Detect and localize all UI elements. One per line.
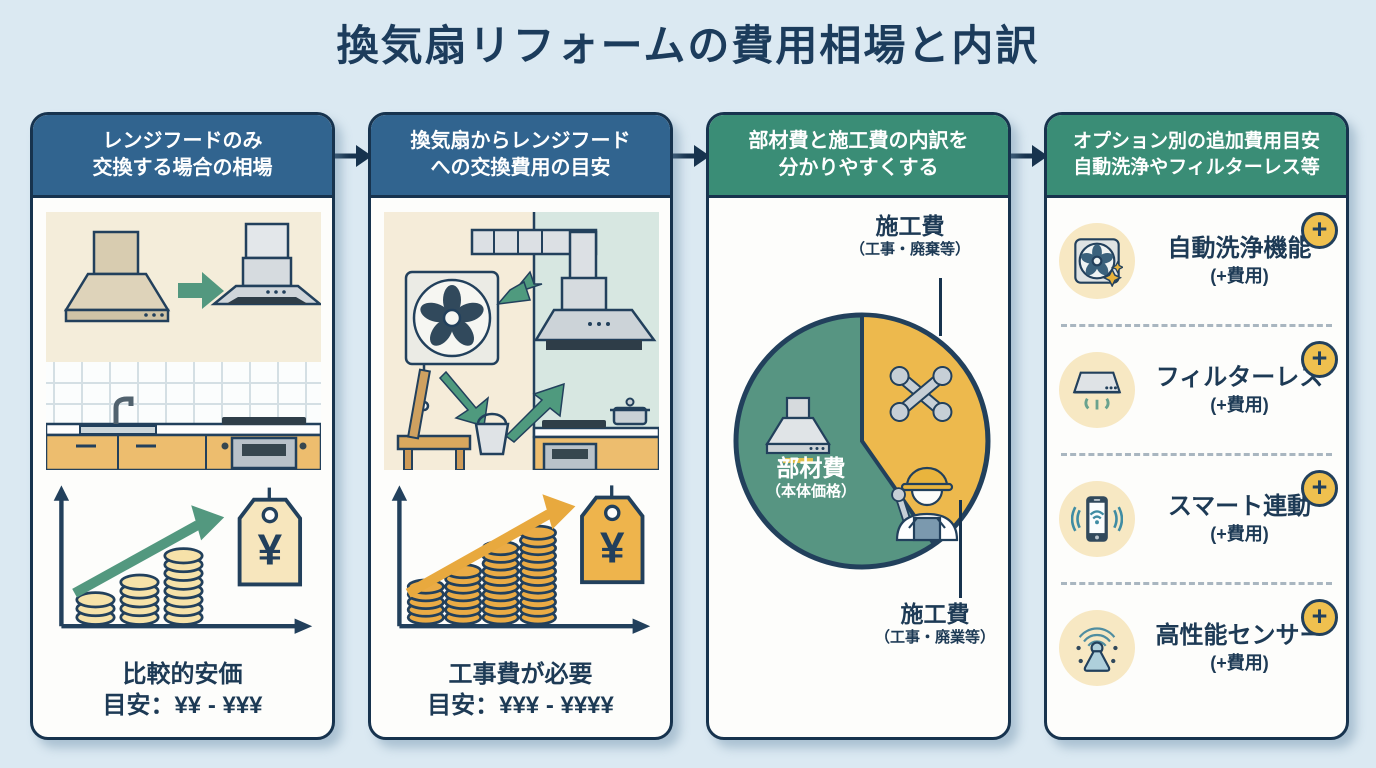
coin-stack — [75, 547, 204, 626]
plus-icon: + — [1301, 470, 1338, 507]
panel-cost-breakdown: 部材費と施工費の内訳を 分かりやすくする 施工費 （工事・廃棄等） — [706, 112, 1011, 740]
option-text: 自動洗浄機能 (+費用) — [1145, 234, 1334, 288]
flow-step-arrows — [438, 270, 565, 443]
panel-header: レンジフードのみ 交換する場合の相場 — [33, 115, 332, 198]
flow-arrow-icon — [1008, 145, 1048, 167]
flow-arrow-icon — [332, 145, 372, 167]
price-tag-icon: ¥ — [580, 485, 645, 585]
filterless-hood-icon — [1059, 352, 1135, 428]
panel-fan-to-hood: 換気扇からレンジフード への交換費用の目安 — [368, 112, 673, 740]
worker-icon — [891, 466, 959, 542]
option-label: フィルターレス — [1155, 364, 1324, 391]
wall-fan-icon — [404, 270, 500, 412]
option-cost: (+費用) — [1210, 653, 1269, 673]
option-text: 高性能センサー (+費用) — [1145, 621, 1334, 675]
option-row-auto-clean: 自動洗浄機能 (+費用) + — [1047, 198, 1346, 324]
pie-label-sub: （本体価格） — [765, 483, 856, 500]
bucket-icon — [474, 412, 510, 456]
smartphone-wifi-icon — [1059, 481, 1135, 557]
pie-label-sub: （工事・廃棄等） — [849, 241, 970, 258]
fan-to-hood-illustration — [384, 212, 661, 472]
dashed-divider — [1061, 582, 1332, 585]
panel-header: 換気扇からレンジフード への交換費用の目安 — [371, 115, 670, 198]
panel-header-line: 交換する場合の相場 — [92, 157, 273, 179]
option-text: スマート連動 (+費用) — [1145, 492, 1334, 546]
panel-header-line: オプション別の追加費用目安 — [1072, 131, 1320, 153]
caption-title: 比較的安価 — [122, 661, 243, 688]
trend-arrow-icon — [405, 509, 552, 598]
pie-label-parts: 部材費 （本体価格） — [741, 454, 881, 502]
work-table-icon — [396, 368, 472, 471]
panel-header-line: 自動洗浄やフィルターレス等 — [1073, 157, 1320, 178]
dashed-divider — [1061, 453, 1332, 456]
option-cost: (+費用) — [1210, 395, 1269, 415]
plus-icon: + — [1301, 212, 1338, 249]
trend-arrow-icon — [72, 520, 201, 598]
pot-icon — [610, 397, 650, 426]
panel-caption: 比較的安価 目安：¥¥ - ¥¥¥ — [46, 660, 319, 722]
label-connector-line — [939, 278, 942, 336]
option-text: フィルターレス (+費用) — [1145, 363, 1334, 417]
panel-header-line: 分かりやすくする — [778, 157, 939, 179]
sensor-icon — [1059, 610, 1135, 686]
option-row-smart-link: スマート連動 (+費用) + — [1047, 456, 1346, 582]
panel-header: オプション別の追加費用目安 自動洗浄やフィルターレス等 — [1047, 115, 1346, 198]
option-label: スマート連動 — [1167, 493, 1312, 520]
price-tag-icon: ¥ — [237, 487, 303, 587]
pie-label-construction-top: 施工費 （工事・廃棄等） — [820, 212, 1000, 260]
cost-trend-chart: ¥ — [53, 485, 313, 634]
pie-label-title: 施工費 — [900, 601, 970, 627]
option-row-sensor: 高性能センサー (+費用) + — [1047, 585, 1346, 711]
panel-header-line: への交換費用の目安 — [430, 157, 611, 179]
panel-header-line: レンジフードのみ — [102, 130, 263, 152]
panel-options: オプション別の追加費用目安 自動洗浄やフィルターレス等 — [1044, 112, 1349, 740]
panel-range-hood-only: レンジフードのみ 交換する場合の相場 — [30, 112, 335, 740]
page-title: 換気扇リフォームの費用相場と内訳 — [336, 22, 1040, 69]
panel-header-line: 部材費と施工費の内訳を — [748, 130, 969, 152]
plus-icon: + — [1301, 341, 1338, 378]
fan-sparkle-icon — [1059, 223, 1135, 299]
option-label: 自動洗浄機能 — [1167, 235, 1312, 262]
crossed-wrenches-icon — [889, 366, 953, 422]
cost-pie-chart — [733, 312, 991, 570]
replace-arrow-icon — [178, 272, 224, 309]
flow-arrow-icon — [670, 145, 710, 167]
svg-text:¥: ¥ — [258, 526, 283, 575]
pie-label-title: 部材費 — [776, 455, 846, 481]
range-hood-icon — [765, 396, 831, 463]
svg-text:¥: ¥ — [600, 523, 625, 572]
option-cost: (+費用) — [1210, 524, 1269, 544]
kitchen-before-after-illustration — [44, 212, 324, 472]
cost-trend-chart: ¥ — [391, 485, 651, 634]
pie-label-construction-bottom: 施工費 （工事・廃業等） — [857, 600, 1008, 648]
option-label: 高性能センサー — [1155, 622, 1324, 649]
dashed-divider — [1061, 324, 1332, 327]
caption-range: 目安：¥¥¥ - ¥¥¥¥ — [427, 692, 614, 719]
coin-stack — [406, 524, 557, 626]
caption-range: 目安：¥¥ - ¥¥¥ — [102, 692, 263, 719]
option-row-filterless: フィルターレス (+費用) + — [1047, 327, 1346, 453]
caption-title: 工事費が必要 — [448, 661, 593, 688]
panel-header: 部材費と施工費の内訳を 分かりやすくする — [709, 115, 1008, 198]
label-connector-line — [959, 500, 962, 598]
pie-label-title: 施工費 — [875, 213, 945, 239]
plus-icon: + — [1301, 599, 1338, 636]
panel-caption: 工事費が必要 目安：¥¥¥ - ¥¥¥¥ — [384, 660, 657, 722]
pie-label-sub: （工事・廃業等） — [874, 629, 995, 646]
panel-header-line: 換気扇からレンジフード — [410, 130, 631, 152]
option-cost: (+費用) — [1210, 266, 1269, 286]
